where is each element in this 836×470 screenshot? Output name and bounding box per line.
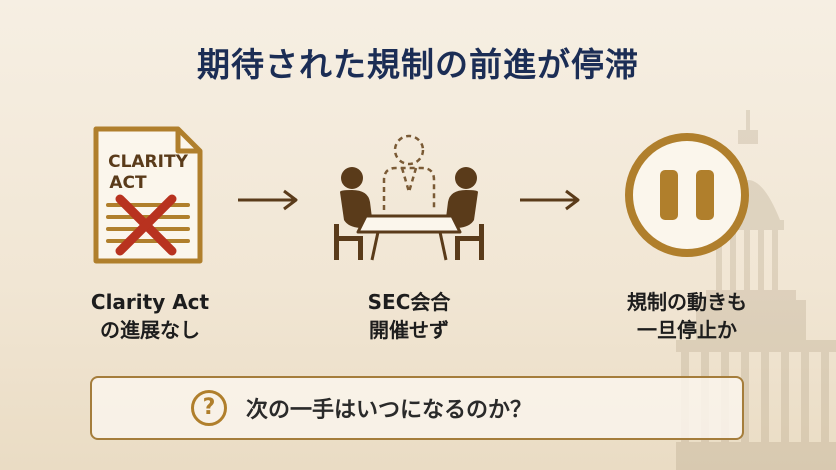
page-title: 期待された規制の前進が停滞 (197, 45, 639, 84)
document-title-line1: CLARITY (108, 152, 188, 172)
step-caption-sec-meeting: SEC会合 開催せず (320, 288, 498, 344)
caption-line: 開催せず (369, 318, 449, 342)
caption-line: 規制の動きも (627, 290, 747, 314)
step-caption-clarity-act: Clarity Act の進展なし (62, 288, 238, 344)
caption-line: Clarity Act (90, 290, 210, 314)
arrow-right-icon (238, 189, 298, 211)
document-title-line2: ACT (109, 173, 147, 193)
step-caption-regulation-pause: 規制の動きも 一旦停止か (594, 288, 780, 344)
crossed-document-icon: CLARITY ACT (93, 126, 203, 264)
meeting-icon (334, 134, 484, 261)
question-text: 次の一手はいつになるのか？ (246, 398, 533, 423)
caption-line: の進展なし (100, 318, 200, 342)
question-box: ? 次の一手はいつになるのか？ (90, 376, 744, 440)
caption-line: SEC会合 (367, 290, 451, 314)
pause-icon (625, 133, 749, 257)
caption-line: 一旦停止か (637, 318, 737, 342)
question-mark-icon: ? (191, 390, 227, 426)
arrow-right-icon (520, 189, 580, 211)
